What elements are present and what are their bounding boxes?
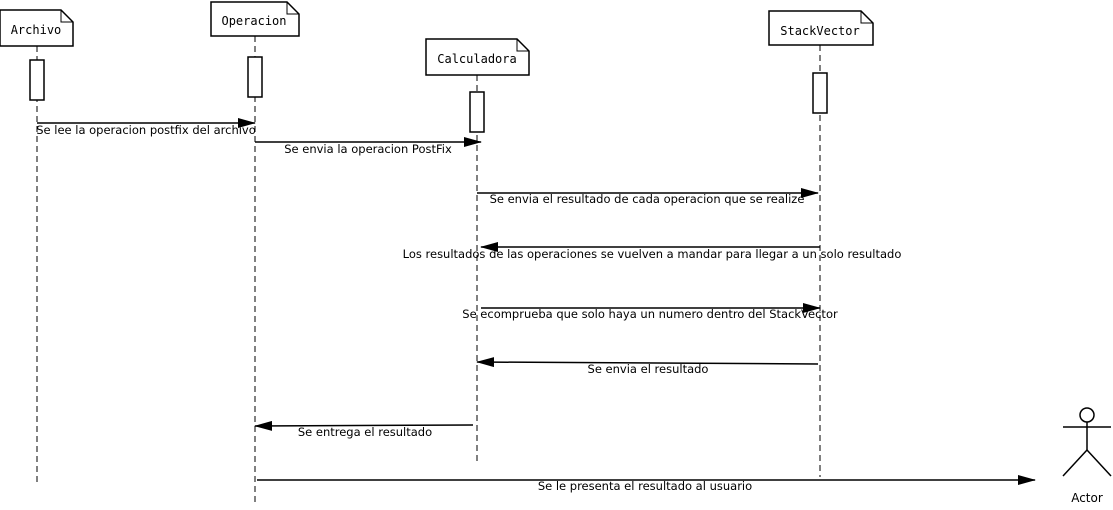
message-4: Los resultados de las operaciones se vue… (403, 242, 902, 261)
message-5-label: Se ecomprueba que solo haya un numero de… (462, 307, 838, 321)
message-4-label: Los resultados de las operaciones se vue… (403, 247, 902, 261)
message-1: Se lee la operacion postfix del archivo (36, 118, 256, 137)
message-7-arrow (254, 420, 474, 431)
message-2-label: Se envia la operacion PostFix (284, 142, 452, 156)
message-7-label: Se entrega el resultado (298, 425, 432, 439)
message-2: Se envia la operacion PostFix (255, 137, 482, 156)
message-1-label: Se lee la operacion postfix del archivo (36, 123, 256, 137)
message-6-arrow (476, 357, 819, 368)
actor-icon (1062, 407, 1112, 477)
object-operacion[interactable]: Operacion (210, 1, 300, 37)
activation-bars (29, 56, 828, 133)
message-3: Se envia el resultado de cada operacion … (477, 188, 819, 206)
message-3-label: Se envia el resultado de cada operacion … (490, 192, 805, 206)
object-calculadora[interactable]: Calculadora (425, 38, 530, 76)
message-8-label: Se le presenta el resultado al usuario (538, 479, 752, 493)
object-calculadora-box (425, 38, 530, 76)
message-6: Se envia el resultado (476, 357, 819, 376)
message-8: Se le presenta el resultado al usuario (257, 475, 1036, 493)
actor-label: Actor (1071, 491, 1103, 505)
activation-calculadora (469, 91, 485, 133)
object-calculadora-label: Calculadora (437, 52, 516, 66)
object-archivo-box (0, 9, 74, 47)
message-6-label: Se envia el resultado (588, 362, 709, 376)
object-archivo[interactable]: Archivo (0, 9, 74, 47)
object-operacion-box (210, 1, 300, 37)
activation-archivo (29, 59, 45, 101)
object-operacion-label: Operacion (221, 14, 286, 28)
object-stackvector[interactable]: StackVector (768, 10, 874, 46)
message-7: Se entrega el resultado (254, 420, 474, 439)
object-stackvector-box (768, 10, 874, 46)
message-5: Se ecomprueba que solo haya un numero de… (462, 303, 838, 321)
activation-operacion (247, 56, 263, 98)
object-archivo-label: Archivo (11, 23, 62, 37)
activation-stackvector (812, 72, 828, 114)
object-stackvector-label: StackVector (780, 24, 859, 38)
actor[interactable]: Actor (1062, 407, 1112, 505)
